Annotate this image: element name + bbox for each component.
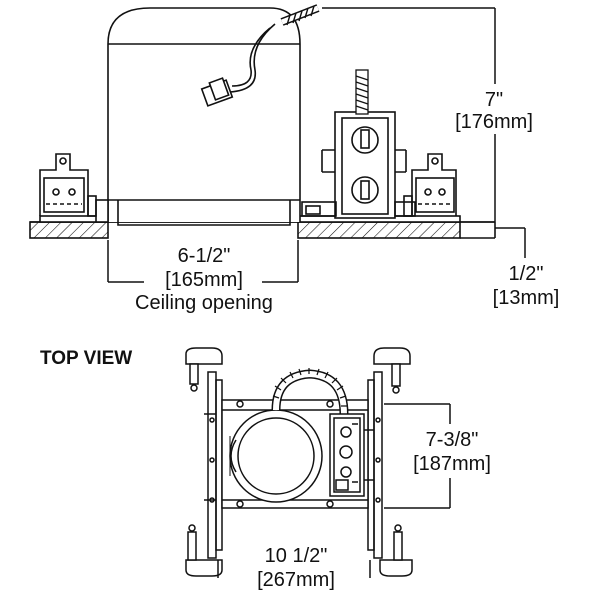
width-dim-metric: [267mm] <box>257 569 335 591</box>
flex-conduit-side <box>280 4 320 26</box>
housing-can <box>95 7 301 226</box>
top-flex-conduit <box>271 368 349 415</box>
junction-box-side <box>301 111 416 219</box>
top-bar-rail-left <box>185 347 223 577</box>
bar-hanger-right <box>403 153 457 217</box>
height-dim-metric: [176mm] <box>455 111 533 133</box>
top-bar-rail-right <box>367 347 413 577</box>
top-view <box>185 347 451 578</box>
top-housing-aperture <box>229 409 323 503</box>
ceiling-dim-metric: [13mm] <box>493 287 560 309</box>
opening-caption: Ceiling opening <box>135 292 273 314</box>
opening-dim-metric: [165mm] <box>165 269 243 291</box>
ceiling-board-right <box>297 221 461 239</box>
side-view <box>29 4 526 283</box>
ceiling-board-left <box>29 221 109 239</box>
thermal-connector <box>200 23 276 107</box>
cable-whip-side <box>355 69 369 115</box>
top-width-dimension-lines <box>217 560 371 578</box>
top-view-heading: TOP VIEW <box>40 348 132 369</box>
bar-hanger-left <box>39 153 97 217</box>
top-depth-dimension-lines <box>384 403 451 509</box>
top-junction-box <box>329 413 374 497</box>
ceiling-thickness-dimension-lines <box>495 227 526 258</box>
depth-dim-inches: 7-3/8" <box>426 429 479 451</box>
ceiling-dim-inches: 1/2" <box>509 263 544 285</box>
width-dim-inches: 10 1/2" <box>265 545 328 567</box>
opening-dim-inches: 6-1/2" <box>178 245 231 267</box>
height-dim-inches: 7" <box>485 89 503 111</box>
depth-dim-metric: [187mm] <box>413 453 491 475</box>
opening-dimension-lines <box>107 240 299 283</box>
height-dimension-lines <box>322 7 496 222</box>
